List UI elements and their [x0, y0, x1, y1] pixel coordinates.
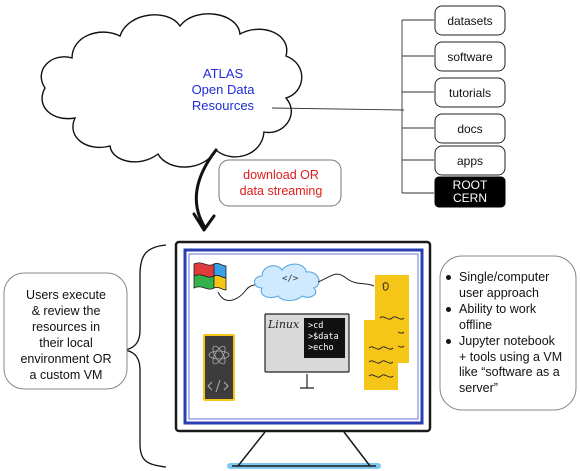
benefits-box: [439, 255, 577, 411]
download-label: download OR data streaming: [222, 167, 340, 199]
users-line: a custom VM: [29, 368, 103, 382]
users-line: environment OR: [20, 352, 112, 366]
users-box: [3, 272, 128, 390]
cloud-code-icon: [253, 263, 320, 302]
terminal-line: >echo: [308, 343, 334, 353]
benefit-line: server”: [459, 380, 498, 395]
download-line: data streaming: [239, 184, 323, 198]
code-icon: [207, 379, 229, 393]
users-line: Users execute: [26, 288, 106, 302]
resource-label-datasets: datasets: [447, 14, 493, 28]
cloud-label: ATLAS Open Data Resources: [168, 66, 278, 114]
users-line: & review the: [31, 304, 101, 318]
left-brace: [124, 244, 167, 468]
cloud-line: Open Data: [191, 82, 255, 97]
terminal-line: >$data: [308, 332, 339, 342]
benefits-list: Single/computer user approach Ability to…: [441, 270, 577, 397]
resource-box-root-cern: [434, 176, 506, 208]
resource-label-tutorials: tutorials: [448, 86, 492, 100]
windows-flag-icon: [193, 262, 227, 291]
resource-box-docs: [434, 113, 506, 144]
benefit-item: Jupyter notebook + tools using a VM like…: [446, 334, 577, 396]
resource-box-apps: [434, 145, 506, 176]
terminal-line: >cd: [308, 321, 324, 331]
users-line: resources in: [31, 320, 101, 334]
benefit-line: offline: [459, 317, 493, 332]
benefit-line: like “software as a: [459, 365, 560, 379]
benefit-item: Ability to work offline: [446, 302, 577, 333]
cloud-line: ATLAS: [202, 66, 244, 81]
resource-box-software: [434, 41, 506, 72]
cloud-code-tag: </>: [282, 274, 299, 284]
sticky-note-front: [364, 320, 398, 390]
atom-icon: [208, 345, 230, 365]
atlas-cloud: [40, 13, 303, 168]
resource-box-datasets: [434, 5, 506, 36]
monitor-stand: [232, 431, 376, 467]
benefit-item: Single/computer user approach: [446, 270, 577, 301]
download-arrow: [194, 148, 218, 228]
cloud-line: Resources: [191, 98, 255, 113]
benefit-line: + tools using a VM: [459, 349, 563, 364]
cloud-to-resources-line: [271, 107, 405, 111]
resource-label-apps: apps: [456, 154, 484, 168]
phone-device: [203, 334, 235, 401]
screen-frame-inner: [188, 253, 419, 420]
benefit-line: Ability to work: [459, 302, 537, 316]
benefit-line: user approach: [459, 285, 539, 300]
cloud-to-notes-line: [317, 273, 375, 287]
benefit-line: Jupyter notebook: [459, 334, 555, 348]
users-line: their local: [39, 336, 93, 350]
sticky-note-front-scribbles: [368, 346, 394, 378]
root-cern-line: CERN: [452, 191, 487, 205]
users-label: Users execute & review the resources in …: [7, 287, 125, 383]
resource-label-root-cern: ROOT CERN: [435, 179, 505, 205]
download-arrowhead: [192, 212, 216, 232]
resource-box-tutorials: [434, 77, 506, 108]
linux-label: Linux: [268, 318, 300, 331]
benefit-line: Single/computer: [459, 270, 550, 284]
download-line: download OR: [243, 168, 319, 182]
resource-label-software: software: [447, 50, 493, 64]
download-box: [218, 159, 342, 207]
resource-branches: [402, 19, 434, 194]
resource-label-docs: docs: [457, 122, 483, 136]
linux-terminal-icon: [264, 313, 350, 389]
root-cern-line: ROOT: [452, 178, 488, 192]
